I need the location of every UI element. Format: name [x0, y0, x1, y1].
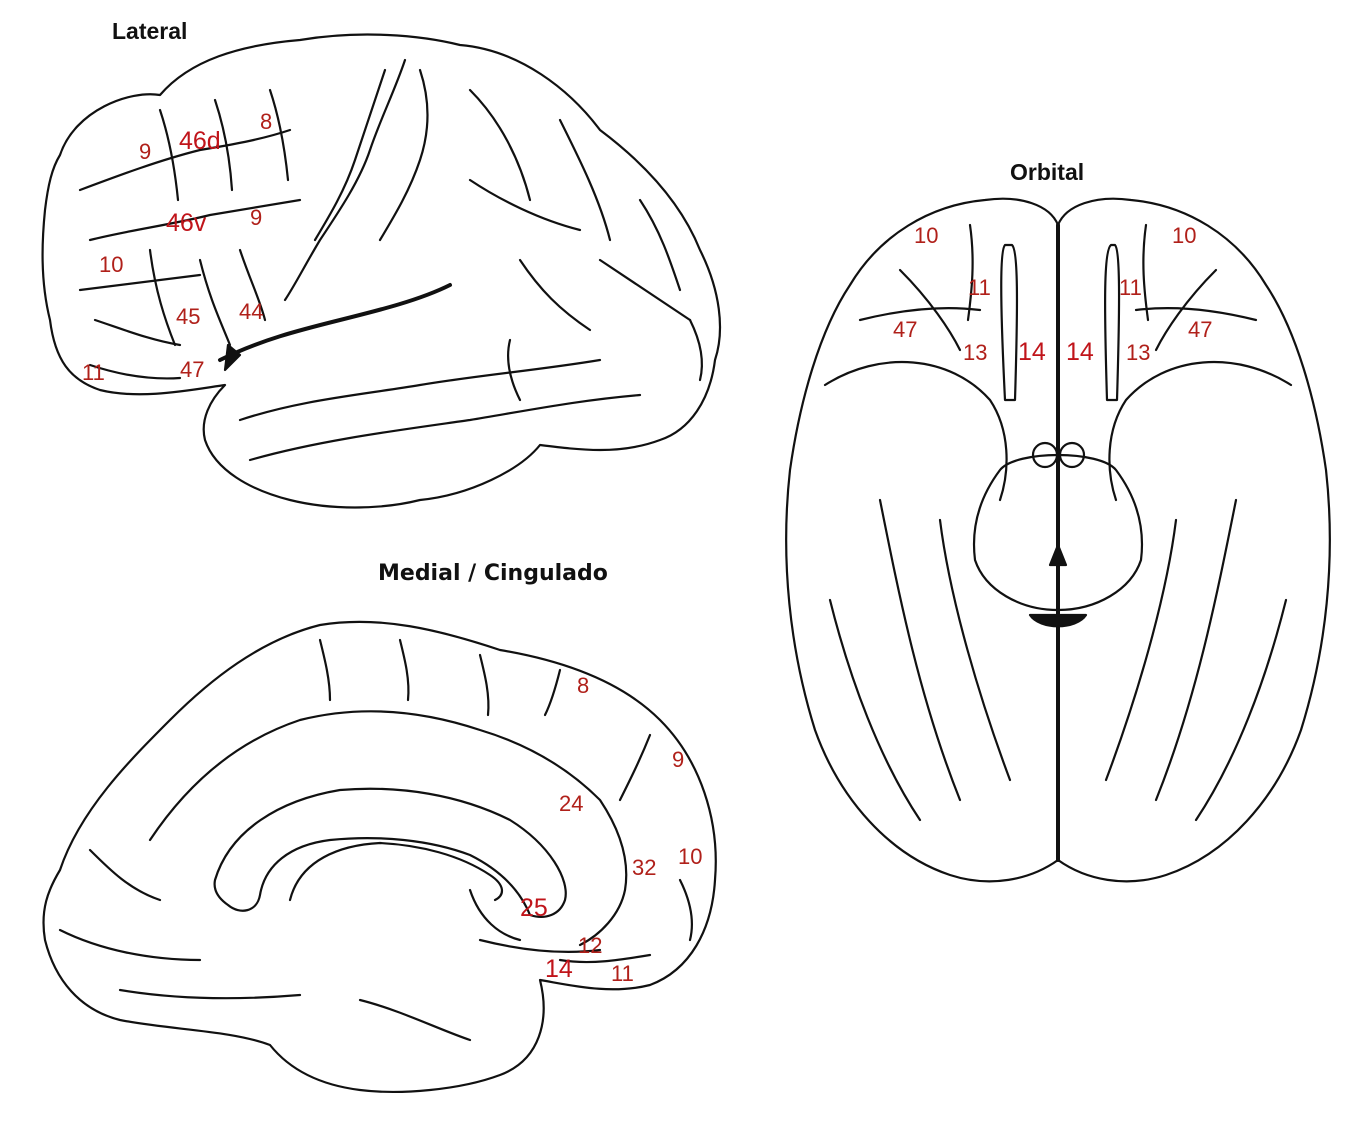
lateral-area-9-lower-label: 9	[250, 205, 263, 230]
orbital-left-area-11-label: 11	[968, 275, 991, 300]
medial-brain-drawing	[42, 620, 717, 1093]
orbital-brain-drawing	[785, 197, 1331, 883]
medial-area-11-label: 11	[611, 961, 634, 986]
lateral-area-45-label: 45	[176, 304, 201, 329]
orbital-right-area-10-label: 10	[1172, 223, 1197, 248]
lateral-area-8-label: 8	[260, 109, 273, 134]
lateral-area-11-label: 11	[82, 360, 105, 385]
orbital-right-area-13-label: 13	[1126, 340, 1151, 365]
medial-area-9-label: 9	[672, 747, 685, 772]
orbital-right-area-11-label: 11	[1119, 275, 1142, 300]
orbital-title: Orbital	[1010, 159, 1085, 185]
medial-area-12-label: 12	[578, 933, 603, 958]
medial-area-32-label: 32	[632, 855, 657, 880]
medial-area-24-label: 24	[559, 791, 584, 816]
orbital-right-area-47-label: 47	[1188, 317, 1213, 342]
medial-area-8-label: 8	[577, 673, 590, 698]
medial-area-10-label: 10	[678, 844, 703, 869]
orbital-right-area-14-label: 14	[1066, 338, 1094, 366]
medial-area-25-label: 25	[520, 894, 548, 922]
lateral-area-46v-label: 46v	[166, 209, 207, 237]
lateral-area-44-label: 44	[239, 299, 264, 324]
lateral-title: Lateral	[112, 18, 188, 44]
lateral-area-10-label: 10	[99, 252, 124, 277]
orbital-left-area-10-label: 10	[914, 223, 939, 248]
lateral-area-46d-label: 46d	[179, 127, 221, 155]
medial-area-14-label: 14	[545, 955, 573, 983]
orbital-left-area-13-label: 13	[963, 340, 988, 365]
lateral-area-47-label: 47	[180, 357, 205, 382]
orbital-left-area-47-label: 47	[893, 317, 918, 342]
lateral-area-9-upper-label: 9	[139, 139, 152, 164]
medial-title: Medial / Cingulado	[378, 561, 608, 586]
orbital-left-area-14-label: 14	[1018, 338, 1046, 366]
lateral-brain-drawing	[41, 33, 722, 509]
